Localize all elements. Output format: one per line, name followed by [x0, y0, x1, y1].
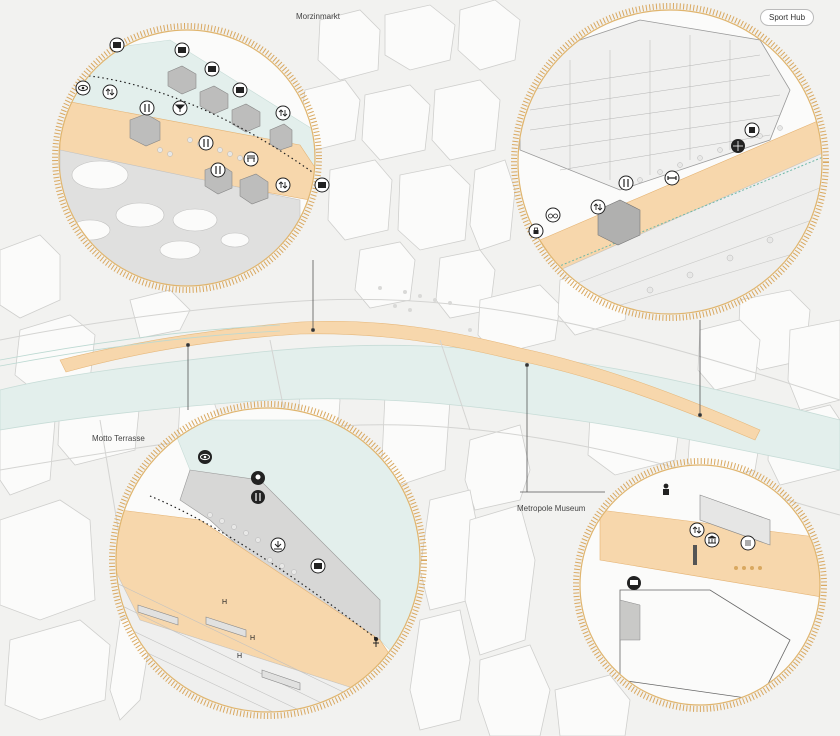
shop-icon[interactable]	[204, 61, 220, 77]
tram-icon[interactable]	[627, 576, 641, 590]
basketball-icon[interactable]	[731, 139, 745, 153]
shop-icon[interactable]	[314, 177, 330, 193]
elevator-icon[interactable]	[590, 199, 606, 215]
person-icon[interactable]	[373, 637, 379, 647]
shop-icon[interactable]	[174, 42, 190, 58]
shop-icon[interactable]	[232, 82, 248, 98]
bar-icon[interactable]	[172, 100, 188, 116]
detail-circle-morzinmarkt	[52, 23, 330, 293]
shower-icon[interactable]	[744, 122, 760, 138]
detail-circle-motto-terrasse: H H H	[109, 401, 427, 719]
bench-icon[interactable]	[243, 151, 259, 167]
label-sport-hub: Sport Hub	[760, 9, 815, 26]
street-trees	[378, 286, 472, 332]
label-metropole-museum: Metropole Museum	[517, 504, 586, 513]
train-station-label: H	[250, 635, 255, 642]
elevator-icon[interactable]	[275, 177, 291, 193]
elevator-icon[interactable]	[689, 522, 705, 538]
train-station-label: H	[222, 599, 227, 606]
elevator-icon[interactable]	[102, 84, 118, 100]
leader-lines	[185, 260, 703, 493]
restaurant-icon[interactable]	[198, 135, 214, 151]
eye-icon[interactable]	[75, 80, 91, 96]
restaurant-icon[interactable]	[251, 490, 265, 504]
lock-icon[interactable]	[528, 223, 544, 239]
person-icon[interactable]	[663, 483, 669, 495]
label-morzinmarkt: Morzinmarkt	[296, 12, 341, 21]
train-station-marker: H H H	[222, 599, 255, 660]
restaurant-icon[interactable]	[139, 100, 155, 116]
elevator-icon[interactable]	[275, 105, 291, 121]
download-icon[interactable]	[270, 537, 286, 553]
restaurant-icon[interactable]	[210, 162, 226, 178]
info-board-icon[interactable]	[740, 535, 756, 551]
rail-lines	[0, 324, 281, 367]
detail-circle-metropole-museum	[573, 458, 827, 712]
promenade-band	[59, 320, 761, 441]
shop-icon[interactable]	[109, 37, 125, 53]
train-station-label: H	[237, 653, 242, 660]
fitness-icon[interactable]	[664, 170, 680, 186]
restaurant-icon[interactable]	[618, 175, 634, 191]
ice-cream-icon[interactable]	[251, 471, 265, 485]
bicycle-icon[interactable]	[545, 207, 561, 223]
label-motto-terrasse: Motto Terrasse	[92, 434, 145, 443]
canal-water	[0, 344, 840, 471]
eye-icon[interactable]	[198, 450, 212, 464]
shop-icon[interactable]	[310, 558, 326, 574]
museum-icon[interactable]	[704, 532, 720, 548]
detail-circle-sport-hub	[511, 3, 829, 321]
